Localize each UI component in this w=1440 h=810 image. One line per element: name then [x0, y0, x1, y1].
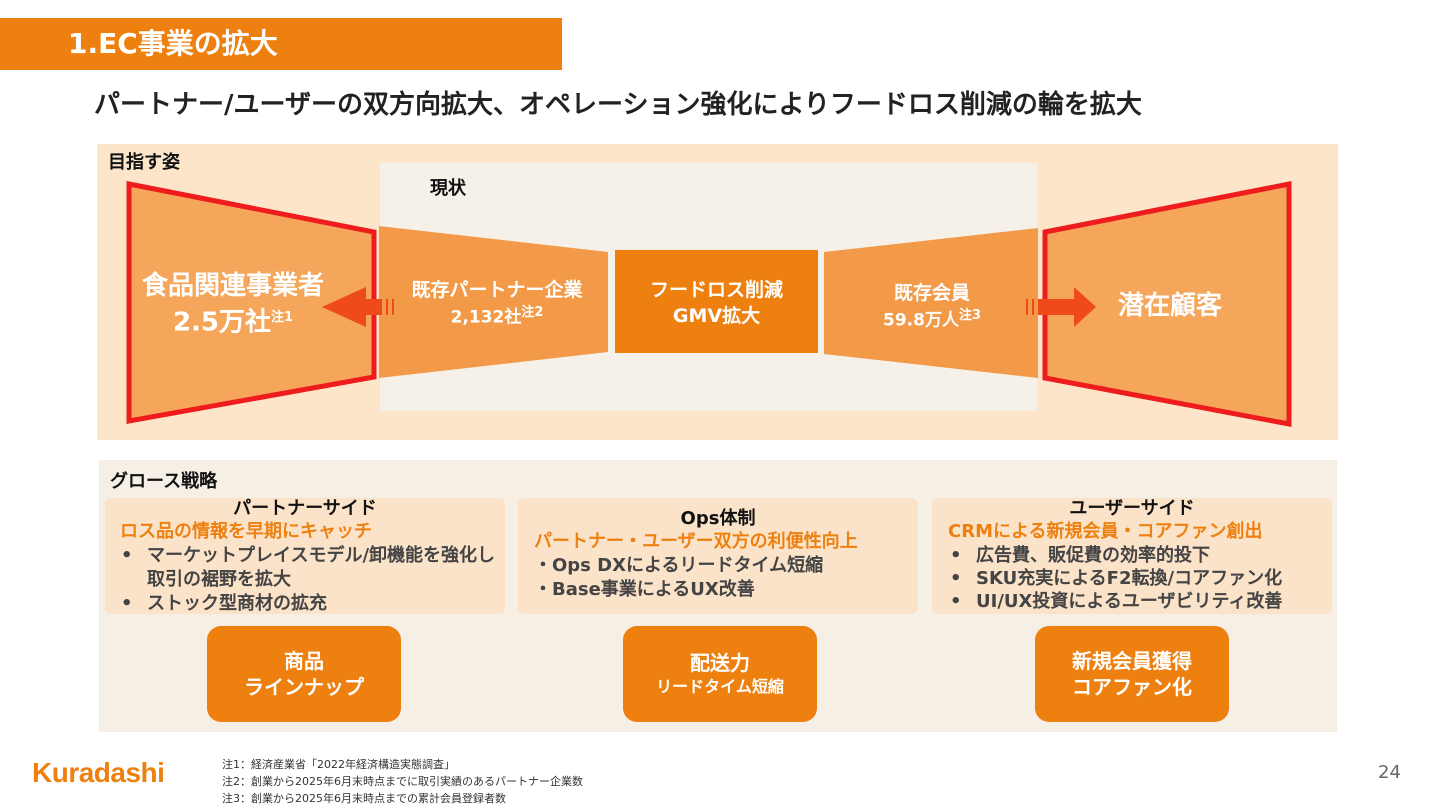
left-target-text: 食品関連事業者 2.5万社注1 [130, 270, 336, 339]
partners-text: 既存パートナー企業 2,132社注2 [392, 278, 602, 329]
partners-line2: 2,132社 [450, 307, 522, 328]
members-line2: 59.8万人 [883, 310, 959, 331]
members-shape [824, 228, 1038, 378]
section-title: 1.EC事業の拡大 [0, 18, 562, 70]
right-arrow-icon [1026, 287, 1096, 327]
list-item: SKU充実によるF2転換/コアファン化 [950, 567, 1332, 590]
pill-line2: ラインナップ [244, 675, 364, 699]
new-members-pill: 新規会員獲得 コアファン化 [1035, 626, 1229, 722]
goal-label: 目指す姿 [108, 152, 180, 173]
pill-line2: リードタイム短縮 [656, 677, 784, 696]
list-item: ストック型商材の拡充 [121, 592, 505, 616]
pill-line1: 商品 [284, 649, 324, 673]
center-shape [615, 250, 818, 353]
note-1-marker: 注1 [271, 310, 294, 325]
ops-subtitle: パートナー・ユーザー双方の利便性向上 [534, 531, 858, 552]
footnote: 注1：経済産業省「2022年経済構造実態調査」 [222, 758, 455, 771]
center-line2: GMV拡大 [672, 305, 761, 327]
center-line1: フードロス削減 [649, 279, 783, 301]
pill-line1: 配送力 [690, 651, 750, 675]
left-target-shape [126, 180, 377, 424]
delivery-pill: 配送力 リードタイム短縮 [623, 626, 817, 722]
ops-box: Ops体制 パートナー・ユーザー双方の利便性向上 ・Ops DXによるリードタイ… [518, 498, 918, 614]
current-label: 現状 [430, 178, 466, 199]
left-arrow-icon [322, 287, 394, 327]
note-3-marker: 注3 [958, 308, 981, 323]
user-side-list: 広告費、販促費の効率的投下 SKU充実によるF2転換/コアファン化 UI/UX投… [932, 544, 1332, 613]
list-item: 広告費、販促費の効率的投下 [950, 544, 1332, 567]
list-item: ・Base事業によるUX改善 [534, 579, 755, 600]
partner-side-subtitle: ロス品の情報を早期にキャッチ [120, 521, 372, 542]
ops-title: Ops体制 [680, 508, 756, 529]
partners-line1: 既存パートナー企業 [411, 279, 583, 301]
right-target-text: 潜在顧客 [1117, 291, 1222, 321]
partner-side-box: パートナーサイド ロス品の情報を早期にキャッチ マーケットプレイスモデル/卸機能… [105, 498, 505, 616]
page-number: 24 [1378, 762, 1401, 783]
product-lineup-pill: 商品 ラインナップ [207, 626, 401, 722]
members-text: 既存会員 59.8万人注3 [852, 281, 1012, 332]
list-item: マーケットプレイスモデル/卸機能を強化し取引の裾野を拡大 [121, 544, 505, 592]
left-target-line1: 食品関連事業者 [141, 271, 324, 301]
right-target-shape [1042, 180, 1292, 428]
note-2-marker: 注2 [521, 305, 544, 320]
list-item: ・Ops DXによるリードタイム短縮 [534, 555, 824, 576]
footnote: 注2：創業から2025年6月末時点までに取引実績のあるパートナー企業数 [222, 775, 583, 788]
partners-shape [379, 226, 608, 378]
pill-line1: 新規会員獲得 [1072, 649, 1192, 673]
footnote: 注3：創業から2025年6月末時点までの累計会員登録者数 [222, 792, 506, 805]
left-target-line2: 2.5万社 [172, 307, 271, 338]
partner-side-title: パートナーサイド [233, 498, 377, 519]
user-side-subtitle: CRMによる新規会員・コアファン創出 [948, 521, 1263, 542]
growth-label: グロース戦略 [110, 471, 218, 492]
center-text: フードロス削減 GMV拡大 [615, 277, 818, 329]
list-item: UI/UX投資によるユーザビリティ改善 [950, 590, 1332, 613]
partner-side-list: マーケットプレイスモデル/卸機能を強化し取引の裾野を拡大 ストック型商材の拡充 [105, 544, 505, 616]
kuradashi-logo: Kuradashi [32, 757, 165, 788]
footnotes: 注1：経済産業省「2022年経済構造実態調査」 注2：創業から2025年6月末時… [222, 756, 583, 807]
user-side-box: ユーザーサイド CRMによる新規会員・コアファン創出 広告費、販促費の効率的投下… [932, 498, 1332, 614]
members-line1: 既存会員 [893, 282, 970, 304]
user-side-title: ユーザーサイド [1069, 498, 1195, 519]
pill-line2: コアファン化 [1072, 675, 1192, 699]
slide-subtitle: パートナー/ユーザーの双方向拡大、オペレーション強化によりフードロス削減の輪を拡… [94, 90, 1142, 120]
